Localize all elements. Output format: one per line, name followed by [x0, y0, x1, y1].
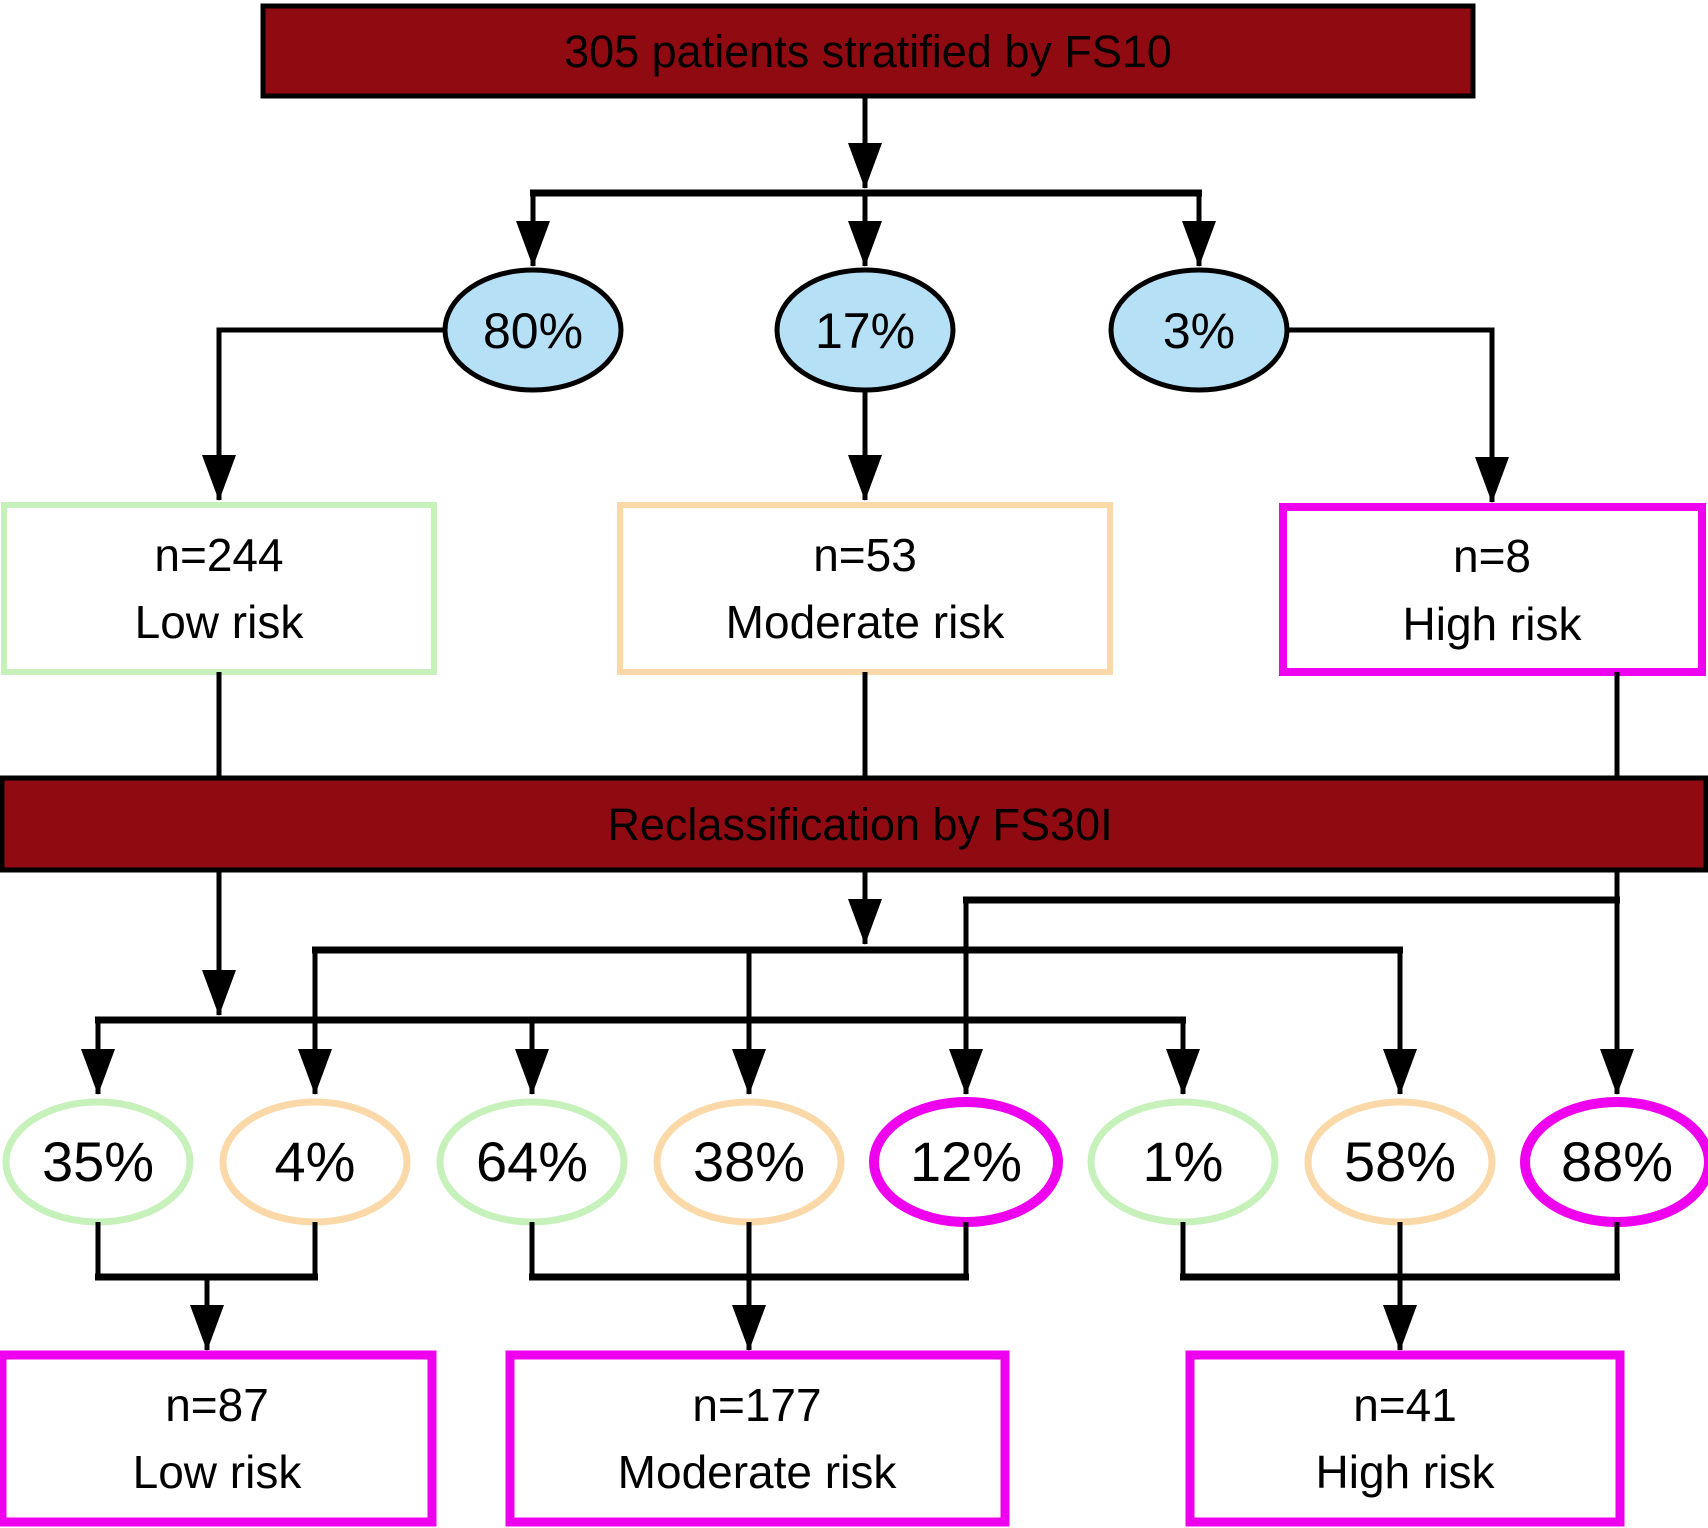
final-lowrisk-n: n=87 [165, 1379, 269, 1431]
fs30i-node-88pct-label: 88% [1561, 1130, 1673, 1193]
fs10-node-80pct-label: 80% [483, 303, 583, 359]
merge-connectors [95, 1222, 1620, 1351]
final-moderaterisk-box [505, 1350, 1010, 1527]
final-lowrisk-label: Low risk [133, 1446, 303, 1498]
fs30i-banner-box [0, 775, 1708, 873]
fs30i-banner-label: Reclassification by FS30I [607, 799, 1112, 850]
fs10-lowrisk-label: Low risk [135, 596, 305, 648]
fs10-split-connectors [516, 96, 1216, 267]
fs10-node-3pct-label: 3% [1163, 303, 1235, 359]
final-moderaterisk-label: Moderate risk [618, 1446, 898, 1498]
fs30i-node-38pct-label: 38% [693, 1130, 805, 1193]
connector-3pct-to-highrisk [1287, 327, 1509, 503]
fs10-highrisk-n: n=8 [1453, 530, 1531, 582]
connector-80pct-to-lowrisk [202, 327, 445, 501]
fs10-banner: 305 patients stratified by FS10 [260, 3, 1476, 99]
fs10-lowrisk-n: n=244 [154, 529, 283, 581]
fs30i-percent-nodes: 35% 4% 64% 38% 12% 1% 58% 88% [2, 1097, 1708, 1227]
final-moderaterisk-n: n=177 [692, 1379, 821, 1431]
fs10-lowrisk-box [1, 502, 437, 675]
fs10-highrisk-box [1279, 503, 1706, 676]
final-risk-boxes: n=87 Low risk n=177 Moderate risk n=41 H… [0, 1350, 1625, 1527]
fs30i-node-1pct-label: 1% [1143, 1130, 1224, 1193]
riskbox-to-banner-connectors [216, 672, 1620, 778]
fs10-node-17pct-label: 17% [815, 303, 915, 359]
fs30i-node-64pct-label: 64% [476, 1130, 588, 1193]
fs10-banner-box [260, 3, 1476, 99]
fs30i-banner: Reclassification by FS30I [0, 775, 1708, 873]
fs10-percent-nodes: 80% 17% 3% [442, 267, 1290, 393]
fs30i-node-58pct-label: 58% [1344, 1130, 1456, 1193]
final-highrisk-n: n=41 [1353, 1379, 1457, 1431]
final-highrisk-label: High risk [1316, 1446, 1496, 1498]
fs10-banner-label: 305 patients stratified by FS10 [564, 26, 1172, 77]
fs10-moderaterisk-label: Moderate risk [726, 596, 1006, 648]
fs10-highrisk-label: High risk [1403, 598, 1583, 650]
fs10-moderaterisk-n: n=53 [813, 529, 917, 581]
fs10-risk-boxes: n=244 Low risk n=53 Moderate risk n=8 Hi… [1, 502, 1706, 676]
final-lowrisk-box [0, 1350, 437, 1527]
fs10-moderaterisk-box [617, 502, 1113, 675]
fs30i-node-4pct-label: 4% [275, 1130, 356, 1193]
final-highrisk-box [1185, 1350, 1625, 1527]
fs10-to-riskbox-connectors [202, 327, 1509, 503]
fs30i-distribution-connectors [81, 870, 1634, 1095]
fs30i-node-12pct-label: 12% [910, 1130, 1022, 1193]
fs30i-node-35pct-label: 35% [42, 1130, 154, 1193]
